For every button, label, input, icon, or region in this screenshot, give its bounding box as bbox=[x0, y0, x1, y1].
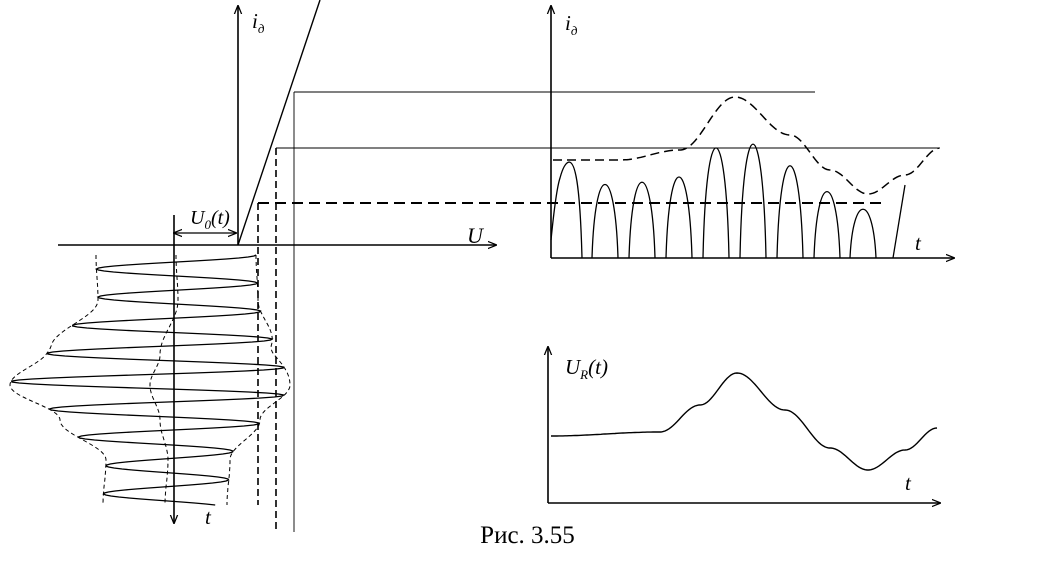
input-envelope-right bbox=[226, 255, 291, 505]
diode-characteristic-curve bbox=[237, 0, 321, 246]
ur-label: UR(t) bbox=[565, 355, 608, 382]
input-signal-wave bbox=[10, 254, 286, 506]
t-label-left: t bbox=[205, 505, 212, 529]
figure-caption: Рис. 3.55 bbox=[480, 522, 575, 549]
current-envelope bbox=[553, 96, 940, 195]
id-label-left: iд bbox=[252, 9, 265, 36]
output-voltage-panel: UR(t) t bbox=[548, 347, 940, 503]
u-axis-label: U bbox=[467, 223, 485, 248]
t-label-right-bottom: t bbox=[905, 471, 912, 495]
diode-current-panel: iд t bbox=[551, 6, 954, 258]
t-label-right-top: t bbox=[915, 231, 922, 255]
output-voltage-curve bbox=[551, 372, 938, 471]
diode-characteristic-panel: iд U0(t) U t bbox=[9, 0, 940, 532]
current-pulses bbox=[550, 143, 906, 259]
u0-label: U0(t) bbox=[190, 207, 230, 232]
id-label-right: iд bbox=[565, 11, 578, 38]
